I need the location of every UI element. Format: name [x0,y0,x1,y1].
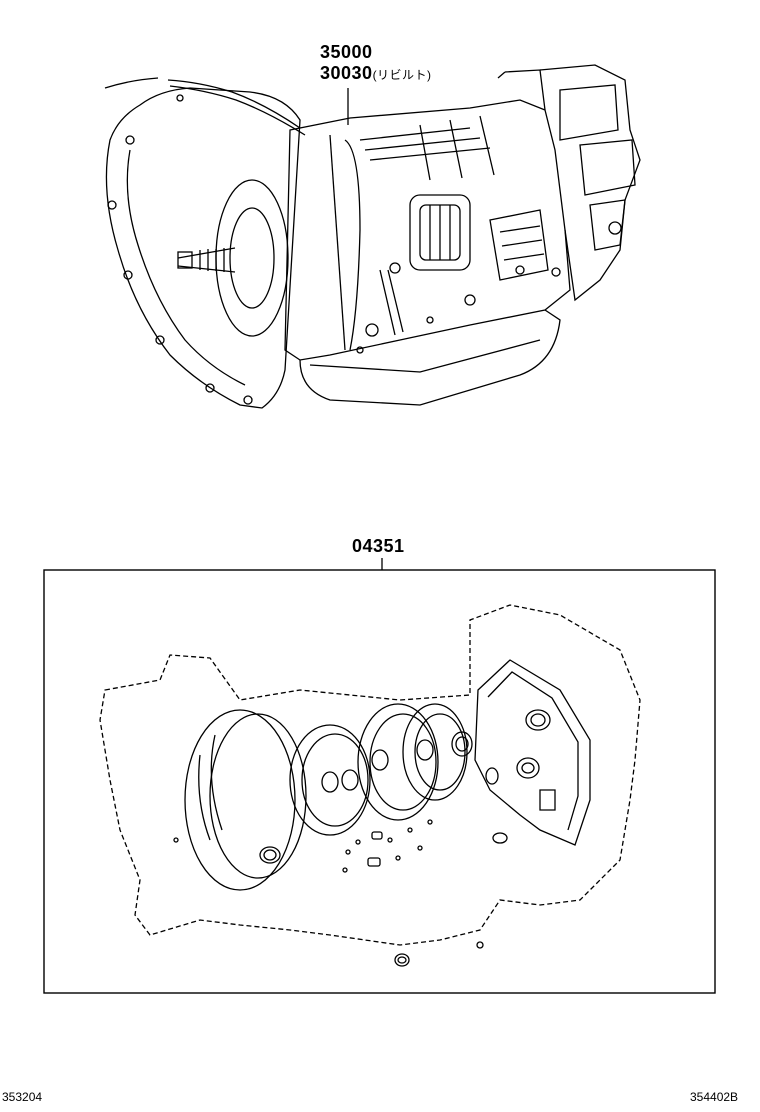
footer-left-code: 353204 [2,1090,43,1104]
part-number-35000: 35000 [320,42,373,62]
part-number-30030-code: 30030 [320,63,373,83]
rebuilt-note: (リビルト) [372,68,432,82]
transmission-assembly-drawing [104,64,641,409]
kit-frame [43,569,716,994]
footer-right-code: 354402B [690,1090,739,1104]
gasket-kit-drawing [99,604,641,967]
part-number-30030: 30030(リビルト) [320,63,432,84]
part-number-04351: 04351 [352,536,405,556]
